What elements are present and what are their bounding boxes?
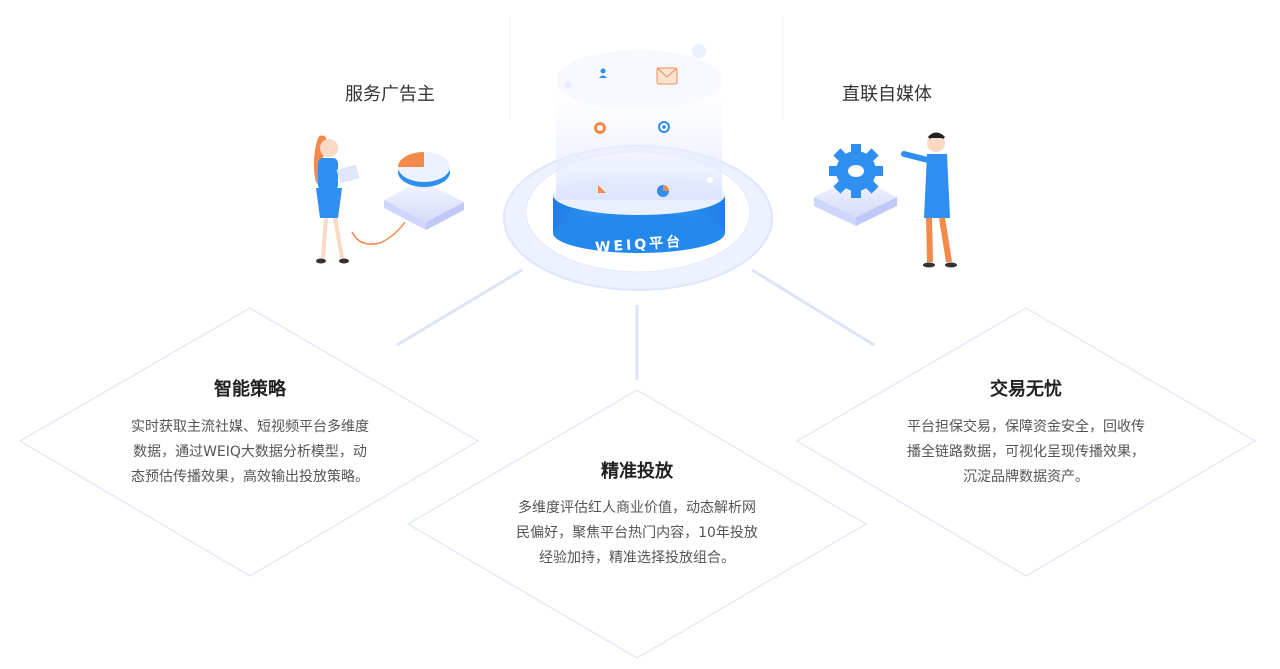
user-icon: [599, 68, 607, 78]
pie-icon: [657, 185, 669, 197]
card-description: 平台担保交易，保障资金安全，回收传 播全链路数据，可视化呈现传播效果， 沉淀品牌…: [866, 415, 1186, 490]
card-desc-line: 经验加持，精准选择投放组合。: [539, 550, 735, 566]
card-desc-line: 数据，通过WEIQ大数据分析模型，动: [133, 444, 367, 460]
card-desc-line: 民偏好，聚焦平台热门内容，10年投放: [516, 525, 758, 541]
connector-left: [396, 268, 523, 347]
chart-icon: [598, 185, 606, 193]
advertiser-illustration: [313, 135, 464, 264]
platform-label: WEIQ平台: [595, 233, 684, 256]
at-icon: [658, 121, 670, 133]
card-diamond-right: [795, 307, 1257, 577]
card-desc-line: 实时获取主流社媒、短视频平台多维度: [131, 419, 369, 435]
connector-right: [751, 268, 875, 347]
gear-icon: [594, 122, 606, 134]
card-diamond-left: [18, 307, 480, 577]
mail-icon: [656, 67, 678, 85]
card-desc-line: 态预估传播效果，高效输出投放策略。: [131, 469, 369, 485]
card-title: 智能策略: [214, 379, 286, 400]
advertiser-label: 服务广告主: [345, 84, 435, 105]
media-label: 直联自媒体: [842, 84, 932, 105]
card-title: 精准投放: [601, 461, 673, 482]
gear-icon-large: [829, 144, 883, 198]
card-description: 多维度评估红人商业价值，动态解析网 民偏好，聚焦平台热门内容，10年投放 经验加…: [477, 496, 797, 571]
card-diamond-center: [406, 389, 868, 659]
platform-illustration: WEIQ平台: [503, 15, 784, 291]
media-illustration: [814, 132, 957, 268]
card-desc-line: 沉淀品牌数据资产。: [963, 469, 1089, 485]
card-description: 实时获取主流社媒、短视频平台多维度 数据，通过WEIQ大数据分析模型，动 态预估…: [90, 415, 410, 490]
card-desc-line: 平台担保交易，保障资金安全，回收传: [907, 419, 1145, 435]
card-desc-line: 多维度评估红人商业价值，动态解析网: [518, 500, 756, 516]
card-desc-line: 播全链路数据，可视化呈现传播效果，: [907, 444, 1145, 460]
card-title: 交易无忧: [990, 379, 1062, 400]
